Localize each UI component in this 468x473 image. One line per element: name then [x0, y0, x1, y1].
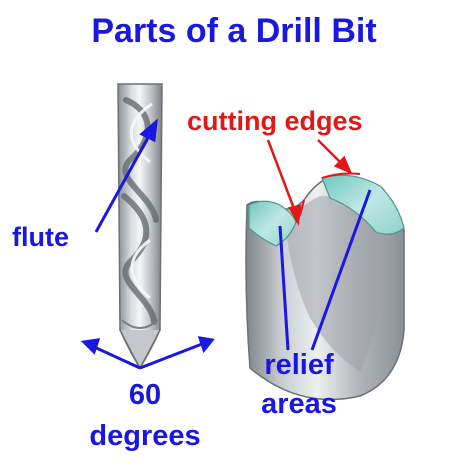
cutting-edge-leaders [266, 139, 353, 226]
leader-lines [80, 118, 372, 370]
cutting-edge-arrowhead-right [333, 155, 353, 175]
angle-arrowhead-left [80, 338, 101, 355]
relief-areas-label-line2: areas [261, 388, 337, 420]
relief-areas-label-line1: relief [264, 349, 334, 381]
flute-arrowhead [139, 118, 158, 143]
cutting-edge-arrowhead-left [288, 204, 302, 226]
angle-value-label: 60 [128, 379, 162, 411]
relief-leader-right [310, 189, 372, 351]
flute-label: flute [12, 222, 69, 252]
angle-arrowhead-right [197, 336, 215, 354]
flute-leader-line [94, 133, 152, 233]
angle-leader-right [139, 342, 203, 370]
angle-unit-label: degrees [89, 420, 201, 452]
angle-leader-left [91, 344, 141, 370]
cutting-edge-leader-left [266, 139, 298, 215]
diagram-title: Parts of a Drill Bit [91, 12, 377, 50]
drill-bit-side-view [117, 83, 163, 370]
relief-leader-left [278, 225, 290, 351]
cutting-edges-label: cutting edges [187, 106, 363, 136]
